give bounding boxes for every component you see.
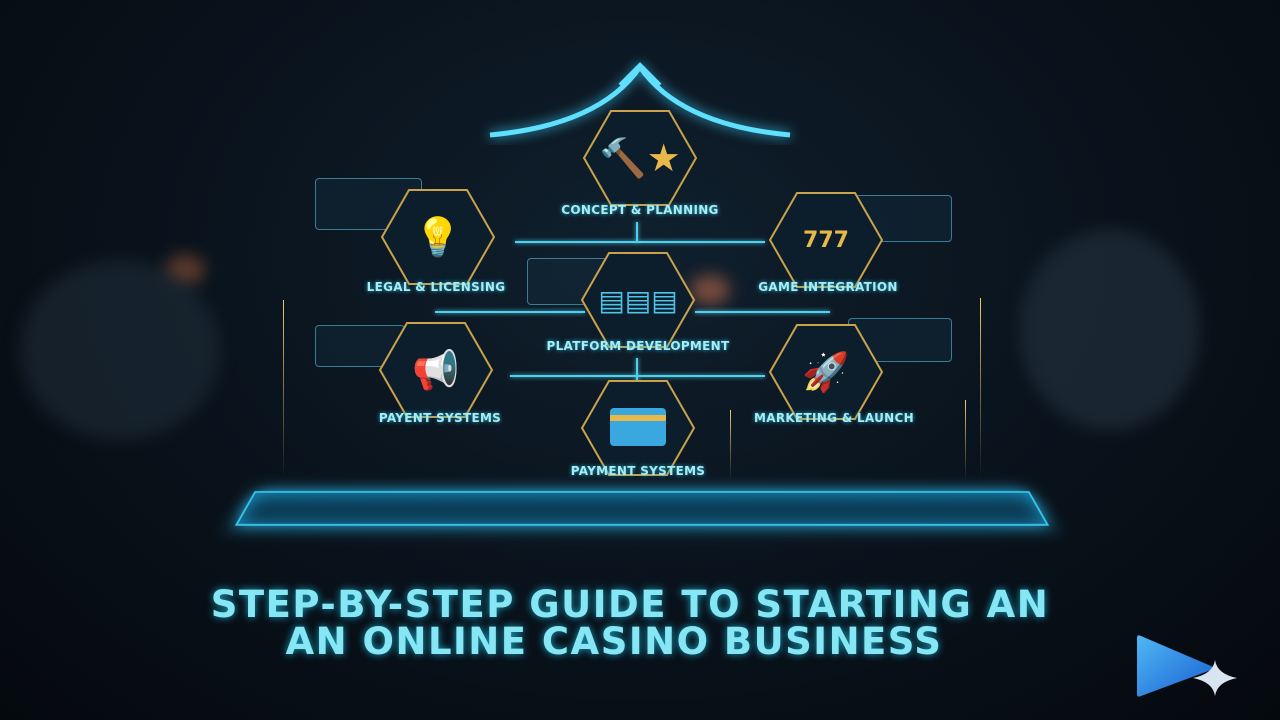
node-payent-systems: 📢 [378, 320, 494, 420]
node-label: PLATFORM DEVELOPMENT [546, 339, 730, 353]
database-servers-icon: ▤▤▤ [598, 283, 678, 317]
rocket-coins-icon: 🚀 [802, 349, 850, 394]
bokeh-building [1020, 230, 1200, 430]
light-beam [980, 298, 981, 478]
node-label: GAME INTEGRATION [758, 280, 898, 294]
node-legal-licensing: 💡 [380, 187, 496, 287]
connector-line [695, 311, 830, 313]
node-payment-systems [580, 378, 696, 478]
bokeh-light [690, 275, 730, 305]
lightbulb-map-icon: 💡 [414, 214, 462, 259]
node-label: PAYMENT SYSTEMS [570, 464, 706, 478]
slot-machine-icon: 777 [803, 227, 849, 253]
light-beam [283, 300, 284, 480]
up-arrow-icon [489, 62, 791, 138]
node-label: CONCEPT & PLANNING [561, 203, 719, 217]
page-title-line-1: STEP-BY-STEP GUIDE TO STARTING AN [210, 583, 1050, 626]
node-label: MARKETING & LAUNCH [754, 411, 914, 425]
node-platform-development: ▤▤▤ [580, 250, 696, 350]
glowing-platform [234, 491, 1050, 526]
node-game-integration: 777 [768, 190, 884, 290]
node-label: LEGAL & LICENSING [366, 280, 506, 294]
light-beam [730, 410, 731, 480]
connector-arrow [515, 241, 765, 243]
connector-line [636, 222, 638, 242]
connector-line [636, 358, 638, 388]
gavel-shield-icon: 🔨★ [599, 135, 681, 181]
bokeh-building [20, 260, 220, 440]
light-beam [965, 400, 966, 480]
megaphone-icon: 📢 [412, 347, 460, 392]
node-label: PAYENT SYSTEMS [378, 411, 502, 425]
connector-line [435, 311, 585, 313]
page-title-line-2: AN ONLINE CASINO BUSINESS [285, 620, 943, 663]
node-marketing-launch: 🚀 [768, 322, 884, 422]
play-star-logo-icon [1137, 635, 1237, 697]
node-concept-planning: 🔨★ [582, 108, 698, 208]
